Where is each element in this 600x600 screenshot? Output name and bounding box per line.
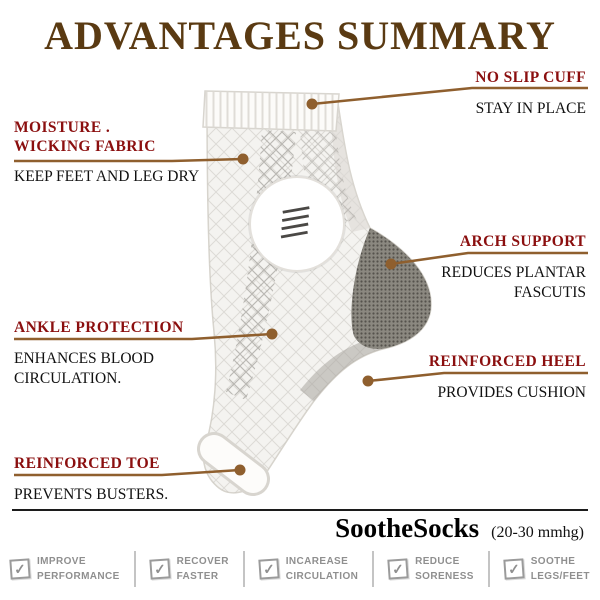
feature-label: IMPROVE PERFORMANCE [37, 556, 120, 582]
brand-divider [12, 509, 588, 511]
leader-line-reinforced-toe [14, 468, 241, 477]
feature-label: INCAREASE CIRCULATION [285, 556, 359, 582]
callout-moisture-wicking: MOISTURE . WICKING FABRIC KEEP FEET AND … [14, 119, 199, 187]
callout-reinforced-toe: REINFORCED TOE PREVENTS BUSTERS. [14, 455, 168, 505]
feature-reduce-soreness: ✓ REDUCE SORENESS [387, 554, 474, 584]
callout-desc: PROVIDES CUSHION [437, 383, 586, 401]
callout-desc: REDUCES PLANTAR FASCUTIS [441, 263, 586, 301]
callout-title: MOISTURE . WICKING FABRIC [14, 119, 156, 155]
callout-ankle-protection: ANKLE PROTECTION ENHANCES BLOOD CIRCULAT… [14, 319, 184, 389]
feature-divider [242, 551, 245, 587]
callout-title: REINFORCED HEEL [428, 353, 586, 370]
brand-spec: (20-30 mmhg) [491, 524, 584, 541]
leader-line-moisture [14, 157, 244, 163]
checkbox-icon: ✓ [148, 558, 171, 580]
callout-title: NO SLIP CUFF [475, 69, 586, 86]
feature-divider [133, 551, 136, 587]
callout-title: ARCH SUPPORT [459, 233, 586, 250]
leader-line-no-slip-cuff [311, 86, 588, 106]
leader-dot-moisture [237, 153, 249, 165]
leader-dot-ankle-protection [266, 328, 278, 340]
feature-divider [487, 551, 490, 587]
sock-heel [351, 228, 432, 349]
feature-soothe-legs-feet: ✓ SOOTHE LEGS/FEET [503, 554, 590, 584]
feature-label: SOOTHE LEGS/FEET [530, 556, 590, 582]
features-bar: ✓ IMPROVE PERFORMANCE ✓ RECOVER FASTER ✓… [9, 551, 590, 587]
leader-dot-arch-support [385, 258, 397, 270]
callout-desc: ENHANCES BLOOD CIRCULATION. [14, 349, 154, 387]
leader-dot-reinforced-toe [234, 464, 246, 476]
brand-lockup: SootheSocks (20-30 mmhg) [335, 513, 584, 544]
callout-desc: KEEP FEET AND LEG DRY [14, 168, 200, 186]
feature-improve-performance: ✓ IMPROVE PERFORMANCE [9, 554, 120, 584]
callout-arch-support: ARCH SUPPORT REDUCES PLANTAR FASCUTIS [441, 233, 586, 303]
feature-divider [372, 551, 375, 587]
page-title: ADVANTAGES SUMMARY [44, 13, 556, 58]
callout-desc: PREVENTS BUSTERS. [14, 485, 169, 503]
callout-no-slip-cuff: NO SLIP CUFF STAY IN PLACE [475, 69, 586, 119]
leader-line-ankle-protection [14, 332, 273, 341]
callout-desc: STAY IN PLACE [475, 99, 586, 117]
leader-line-arch-support [390, 251, 588, 266]
leader-dot-reinforced-heel [362, 375, 374, 387]
feature-label: RECOVER FASTER [176, 556, 229, 582]
callout-reinforced-heel: REINFORCED HEEL PROVIDES CUSHION [429, 353, 586, 403]
checkbox-icon: ✓ [387, 558, 409, 580]
feature-recover-faster: ✓ RECOVER FASTER [148, 554, 229, 584]
feature-increase-circulation: ✓ INCAREASE CIRCULATION [258, 554, 359, 584]
checkbox-icon: ✓ [258, 558, 280, 580]
brand-name: SootheSocks [335, 513, 480, 543]
leader-dot-no-slip-cuff [306, 98, 318, 110]
feature-label: REDUCE SORENESS [415, 556, 474, 582]
callout-title: ANKLE PROTECTION [14, 319, 184, 336]
logo-marks-icon [280, 206, 310, 239]
callout-title: REINFORCED TOE [14, 455, 160, 472]
checkbox-icon: ✓ [503, 558, 525, 580]
checkbox-icon: ✓ [9, 558, 31, 580]
leader-line-reinforced-heel [367, 371, 588, 383]
